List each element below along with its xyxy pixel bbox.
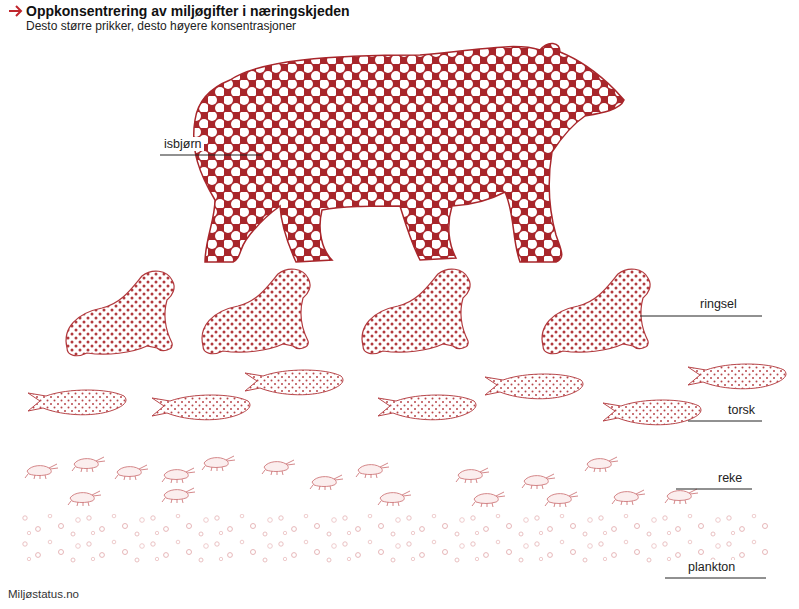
seal-group [66, 269, 650, 356]
subtitle: Desto større prikker, desto høyere konse… [26, 20, 296, 34]
title-arrow [9, 6, 21, 16]
animal-label: ringsel [698, 297, 739, 311]
source-credit: Miljøstatus.no [8, 588, 79, 601]
animal-label: reke [716, 471, 744, 485]
animal-label: plankton [686, 560, 737, 574]
polar-bear [194, 43, 624, 262]
cod-group [28, 364, 786, 425]
plankton-cloud [22, 514, 770, 564]
animal-label: isbjørn [162, 137, 204, 151]
shrimp-group [25, 456, 698, 507]
leader-lines [160, 155, 766, 578]
animal-label: torsk [726, 403, 757, 417]
chart-title: Oppkonsentrering av miljøgifter i næring… [26, 3, 350, 19]
